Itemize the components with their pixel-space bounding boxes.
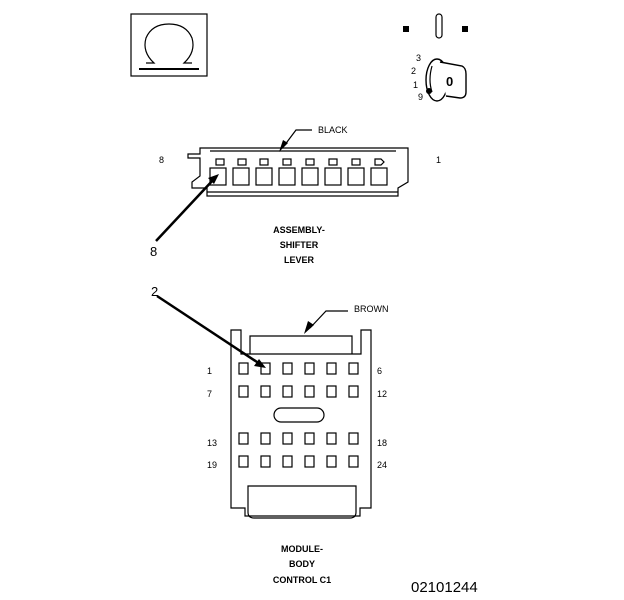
shifter-wire-color: BLACK — [318, 125, 348, 135]
shifter-pin-right-label: 1 — [436, 155, 441, 165]
bcm-cavities — [238, 362, 359, 468]
shifter-caption-line-3: LEVER — [284, 255, 315, 265]
bcm-pin-label-1: 1 — [207, 366, 212, 376]
shifter-connector: BLACK 8 1 — [150, 125, 441, 265]
shifter-caption-line-2: SHIFTER — [280, 240, 319, 250]
bcm-pin-label-18: 18 — [377, 438, 387, 448]
bcm-pin-label-24: 24 — [377, 460, 387, 470]
key-pos-9: 9 — [418, 92, 423, 102]
omega-icon — [130, 13, 208, 77]
figure-id: 02101244 — [411, 579, 478, 596]
bcm-pin-label-13: 13 — [207, 438, 217, 448]
bcm-caption-line-3: CONTROL C1 — [273, 575, 331, 585]
shifter-cavities — [209, 167, 388, 186]
bcm-caption-line-1: MODULE- — [281, 544, 323, 554]
bcm-pin-label-12: 12 — [377, 389, 387, 399]
bcm-pin-label-19: 19 — [207, 460, 217, 470]
key-pos-2: 2 — [411, 66, 416, 76]
shifter-callout-number: 8 — [150, 244, 157, 259]
bcm-connector: BROWN — [151, 284, 389, 585]
key-pos-3: 3 — [416, 53, 421, 63]
shifter-terminals-top — [215, 158, 385, 166]
bcm-callout-number: 2 — [151, 284, 158, 299]
key-position-label: 0 — [446, 74, 453, 89]
shifter-pin-left-label: 8 — [159, 155, 164, 165]
bcm-wire-color: BROWN — [354, 304, 389, 314]
bcm-pin-label-6: 6 — [377, 366, 382, 376]
bcm-caption-line-2: BODY — [289, 559, 315, 569]
shifter-caption-line-1: ASSEMBLY- — [273, 225, 325, 235]
bcm-pin-label-7: 7 — [207, 389, 212, 399]
key-switch-icon: 0 3 2 1 9 — [403, 13, 468, 102]
key-pos-1: 1 — [413, 80, 418, 90]
